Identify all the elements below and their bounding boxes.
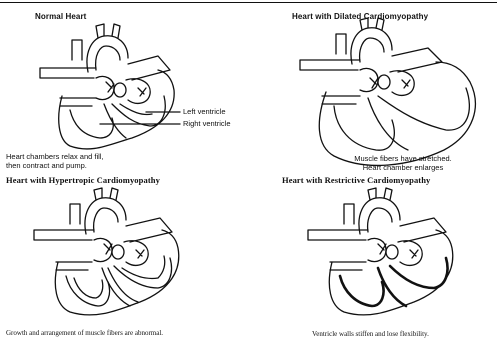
restrictive-heart-caption: Ventricle walls stiffen and lose flexibi… [312, 330, 429, 339]
